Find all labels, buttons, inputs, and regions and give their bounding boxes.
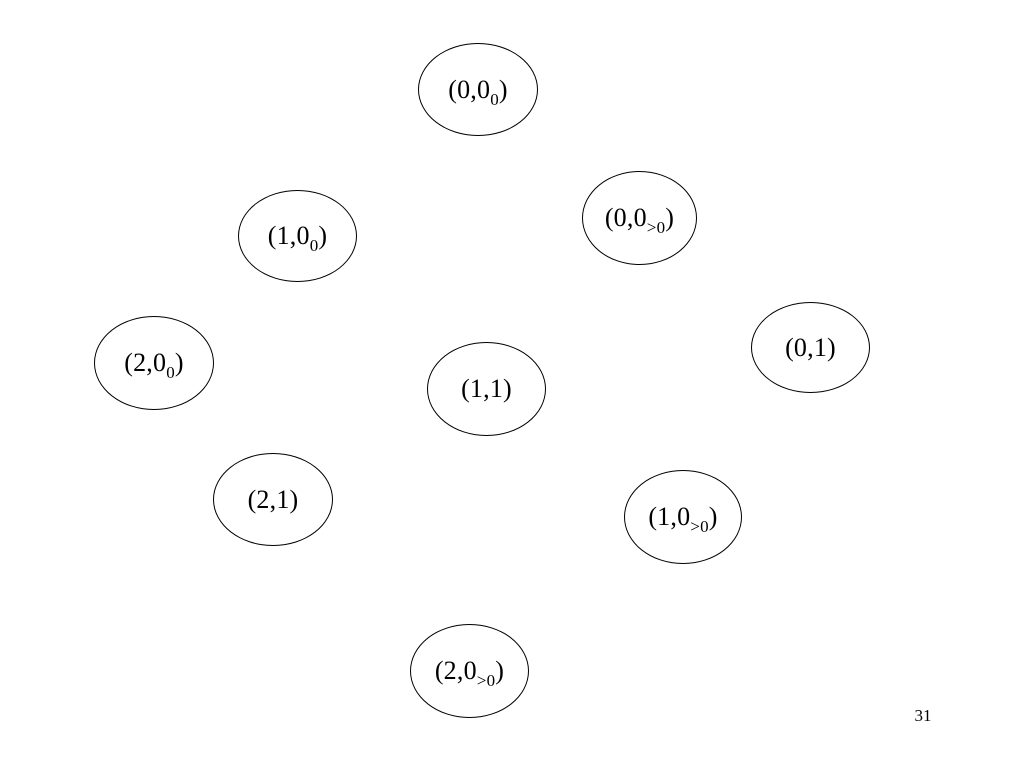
node-label: (0,1) <box>785 332 836 362</box>
page-number: 31 <box>914 706 932 725</box>
node-label: (0,00) <box>448 74 508 109</box>
state-node-1-0-sub-gt0: (1,0>0) <box>624 470 742 564</box>
node-label: (2,0>0) <box>434 656 505 690</box>
state-node-2-0-sub-gt0: (2,0>0) <box>410 624 529 718</box>
node-label: (0,0>0) <box>604 203 675 237</box>
state-node-0-0-sub-0: (0,00) <box>418 43 538 136</box>
node-label: (2,1) <box>247 484 299 514</box>
state-node-2-0-sub-0: (2,00) <box>94 316 214 410</box>
node-label: (1,00) <box>267 221 328 255</box>
node-label: (1,1) <box>461 374 512 403</box>
state-node-2-1: (2,1) <box>213 453 333 546</box>
state-node-0-1: (0,1) <box>751 302 870 393</box>
node-label: (2,00) <box>124 348 184 382</box>
state-node-1-0-sub-0: (1,00) <box>238 190 357 282</box>
node-label: (1,0>0) <box>648 502 718 536</box>
state-node-0-0-sub-gt0: (0,0>0) <box>582 171 697 265</box>
state-node-1-1: (1,1) <box>427 342 546 436</box>
